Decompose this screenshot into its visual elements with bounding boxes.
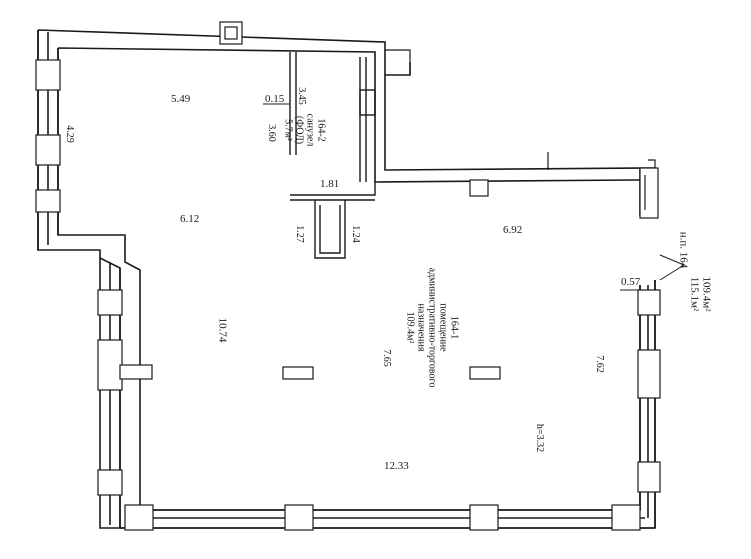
room-164-2-type: (ФОЛ) [293,115,305,145]
column-1 [119,364,153,380]
room-164-1-line3: назначения [415,303,427,352]
column-3 [469,366,501,380]
dim-1-81: 1.81 [320,178,340,190]
dim-0-57: 0.57 [621,276,641,288]
window-left-1 [35,59,61,91]
dim-0-15: 0.15 [265,93,285,105]
dim-6-92: 6.92 [503,224,523,236]
dim-10-74: 10.74 [216,317,229,343]
room-164-2-area: 5.7м² [282,119,294,141]
room-164-1-label: 164-1 помещение административно-торговог… [404,268,459,388]
room-164-1-line1: помещение [437,303,449,352]
leader-np164 [659,254,686,281]
window-ll-3 [97,469,123,496]
window-bottom-4 [611,504,641,531]
right-nook [385,49,656,170]
room-164-1-area: 109.4м² [404,311,416,344]
room-164-1-number: 164-1 [448,315,460,340]
window-ll-2 [97,339,123,391]
dim-1-27: 1.27 [293,225,305,243]
window-bottom-2 [284,504,314,531]
dim-5-49: 5.49 [171,93,191,105]
dim-6-12: 6.12 [180,213,200,225]
outer-wall-outer [37,29,656,529]
bathroom-bottom-wall [290,182,376,201]
premises-164-areas: 109.4м² 115.1м² [689,276,713,311]
room-164-2-label: 164-2 санузел (ФОЛ) 5.7м² [282,114,326,147]
dim-7-65: 7.65 [380,349,392,367]
bottom-wall-band [120,509,655,529]
window-left-3 [35,189,61,213]
dim-3-60: 3.60 [265,124,277,142]
dim-1-24: 1.24 [349,225,361,243]
window-bottom-1 [124,504,154,531]
column-corridor [469,179,489,197]
window-bottom-3 [469,504,499,531]
top-column-inner [224,26,238,40]
right-pier [639,167,659,219]
window-right-3 [637,461,661,493]
dim-7-62: 7.62 [593,355,605,373]
premises-164-area-gross: 115.1м² [688,276,701,312]
window-right-2 [637,349,661,399]
dim-4-29: 4.29 [63,125,75,143]
shaft [314,200,346,259]
window-ll-1 [97,289,123,316]
dim-12-33: 12.33 [384,460,409,472]
bathroom-wall-right [359,57,367,182]
room-164-2-number: 164-2 [315,118,327,142]
ceiling-height: h=3.32 [534,423,546,453]
room-164-2-name: санузел [304,113,316,147]
window-left-2 [35,134,61,166]
window-right-1 [637,289,661,316]
room-164-1-line2: административно-торгового [426,267,438,388]
outer-wall-inner [57,47,641,511]
bathroom-fixture [359,89,376,116]
premises-164-area-net: 109.4м² [700,276,713,312]
dim-3-45: 3.45 [295,87,307,105]
premises-164-label: н.п. 164 [677,231,690,269]
column-2 [282,366,314,380]
